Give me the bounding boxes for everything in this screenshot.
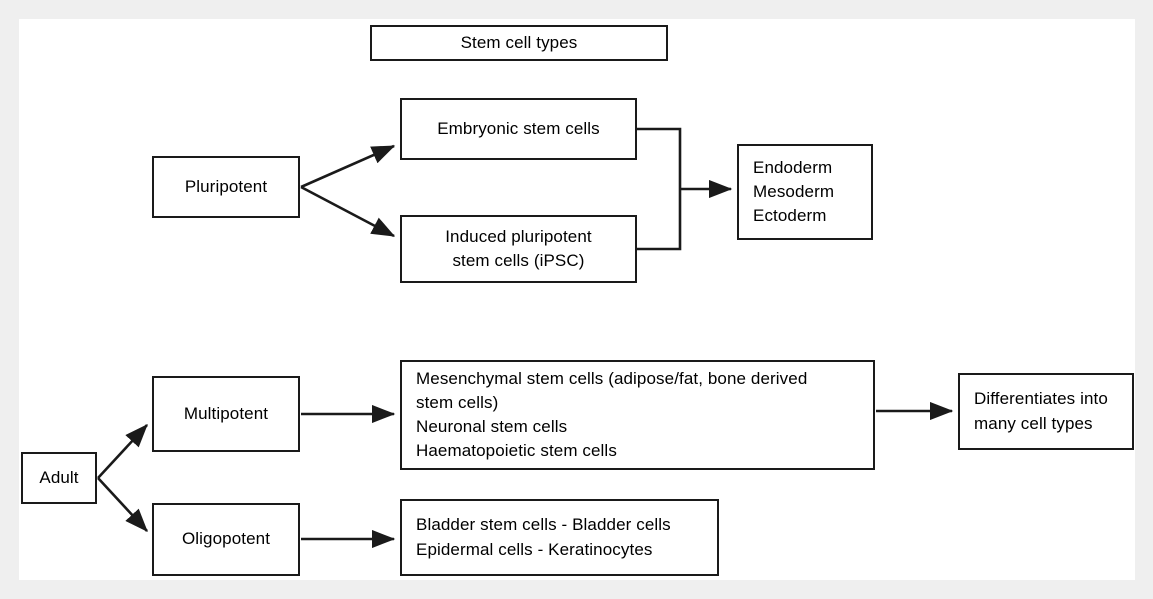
- node-adult-label: Adult: [39, 467, 79, 487]
- node-multipotent-cell-list-label: Mesenchymal stem cells (adipose/fat, bon…: [416, 368, 808, 461]
- node-oligopotent-cell-list: Bladder stem cells - Bladder cells Epide…: [400, 499, 719, 576]
- node-germ-layers-label: Endoderm Mesoderm Ectoderm: [753, 157, 835, 226]
- node-oligopotent: Oligopotent: [152, 503, 300, 576]
- node-oligopotent-cell-list-label: Bladder stem cells - Bladder cells Epide…: [416, 515, 671, 559]
- node-multipotent-label: Multipotent: [183, 403, 269, 423]
- node-adult: Adult: [21, 452, 97, 504]
- node-germ-layers: Endoderm Mesoderm Ectoderm: [737, 144, 873, 240]
- node-title: Stem cell types: [370, 25, 668, 61]
- node-pluripotent: Pluripotent: [152, 156, 300, 218]
- node-pluripotent-label: Pluripotent: [184, 176, 268, 196]
- node-title-label: Stem cell types: [460, 32, 578, 52]
- node-embryonic-stem-cells: Embryonic stem cells: [400, 98, 637, 160]
- node-multipotent: Multipotent: [152, 376, 300, 452]
- node-embryonic-stem-cells-label: Embryonic stem cells: [437, 118, 600, 138]
- node-induced-pluripotent-stem-cells-label: Induced pluripotent stem cells (iPSC): [445, 226, 592, 270]
- node-multipotent-cell-list: Mesenchymal stem cells (adipose/fat, bon…: [400, 360, 875, 470]
- node-differentiates-into-many-cell-types-label: Differentiates into many cell types: [974, 389, 1108, 433]
- node-differentiates-into-many-cell-types: Differentiates into many cell types: [958, 373, 1134, 450]
- node-oligopotent-label: Oligopotent: [181, 529, 271, 549]
- node-induced-pluripotent-stem-cells: Induced pluripotent stem cells (iPSC): [400, 215, 637, 283]
